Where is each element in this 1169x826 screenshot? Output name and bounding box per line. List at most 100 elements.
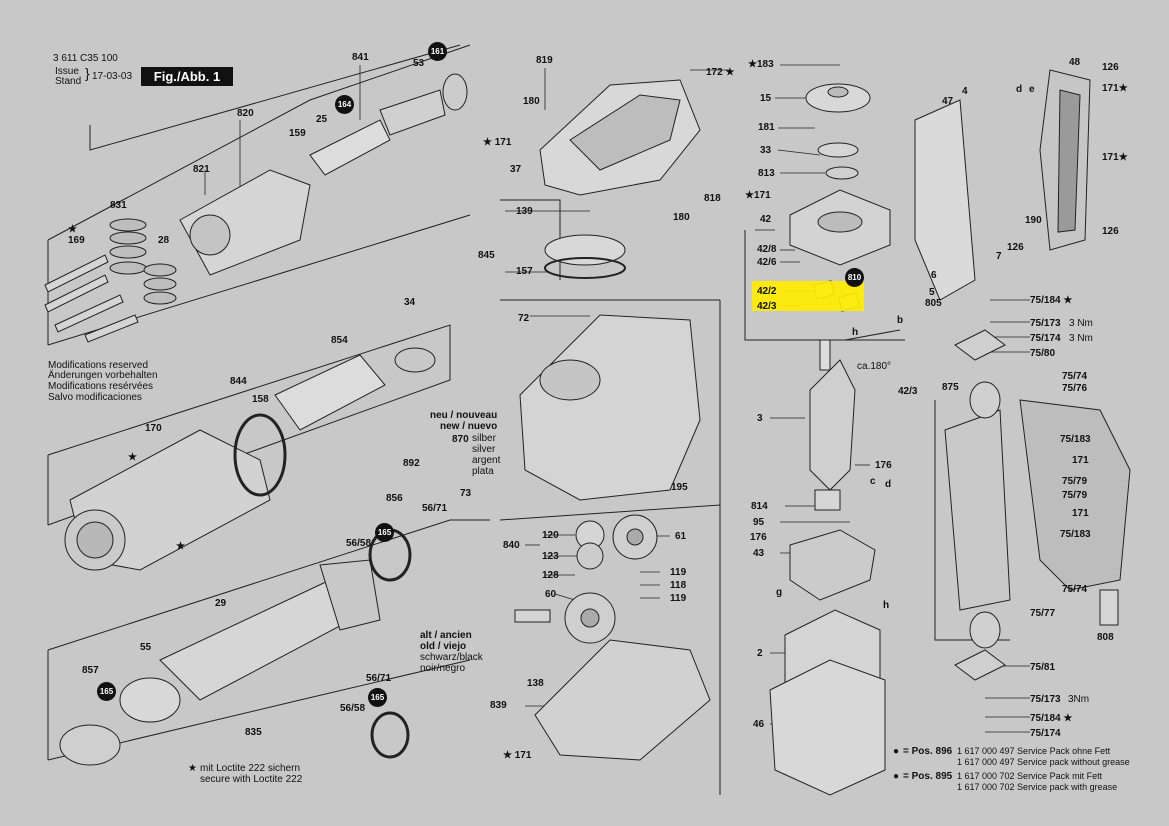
part-label: 195: [671, 482, 688, 493]
part-label: 75/174: [1030, 728, 1061, 739]
part-label: ★171: [745, 190, 771, 201]
part-label: 75/173: [1030, 318, 1061, 329]
star-icon: ★: [176, 541, 185, 552]
brush-holder-43: [789, 529, 876, 601]
part-label: 29: [215, 598, 227, 609]
part-label: 56/58: [346, 538, 372, 549]
part-label: 43: [753, 548, 765, 559]
handle-housing-47: [914, 99, 976, 301]
part-label: 75/183: [1060, 434, 1091, 445]
part-label: 158: [252, 394, 269, 405]
left-lower-assembly-frame: [47, 519, 490, 761]
part-label: 176: [875, 460, 892, 471]
part-label: 25: [316, 114, 328, 125]
part-label: 61: [675, 531, 687, 542]
part-label: 75/79: [1062, 476, 1088, 487]
part-label: 42/3: [757, 301, 777, 312]
part-label: 126: [1102, 62, 1119, 73]
part-label: 47: [942, 96, 954, 107]
part-label: 75/80: [1030, 348, 1056, 359]
part-label: 119: [670, 593, 687, 604]
part-label: 56/71: [422, 503, 448, 514]
modifications-note-es: Salvo modificaciones: [48, 392, 142, 403]
part-label: 841: [352, 52, 369, 63]
part-label: 3: [757, 413, 763, 424]
part-label: 171★: [1102, 83, 1128, 94]
modifications-note-fr: Modifications resérvées: [48, 381, 154, 392]
part-label: 128: [542, 570, 559, 581]
old-color-1: schwarz/black: [420, 652, 483, 663]
part-label: 5: [929, 287, 935, 298]
service-marker: 165: [368, 688, 387, 707]
part-label: 28: [158, 235, 170, 246]
part-label: ★ 171: [483, 137, 512, 148]
part-label: 831: [110, 200, 127, 211]
part-label: b: [897, 315, 904, 326]
handle-875: [944, 409, 1011, 611]
part-label: 805: [925, 298, 942, 309]
old-label-2: old / viejo: [420, 641, 467, 652]
new-color-3: argent: [472, 455, 501, 466]
star-icon: ★: [188, 763, 197, 774]
part-label: 53: [413, 58, 425, 69]
tool-holder-25: [309, 119, 391, 176]
service-pack-2-line2: 1 617 000 702 Service pack with grease: [957, 782, 1118, 792]
crankcase-195: [519, 314, 701, 501]
part-label: 176: [750, 532, 767, 543]
part-label: 42/6: [757, 257, 777, 268]
modifications-note-de: Änderungen vorbehalten: [48, 370, 158, 381]
part-label: g: [776, 587, 783, 598]
part-label: 839: [490, 700, 507, 711]
part-label: 138: [527, 678, 544, 689]
part-label: 6: [931, 270, 937, 281]
part-label: 75/74: [1062, 371, 1088, 382]
part-label: 15: [760, 93, 772, 104]
star-icon: ★: [128, 452, 137, 463]
torque-note-1: 3 Nm: [1069, 318, 1093, 329]
part-label: 75/81: [1030, 662, 1056, 673]
piston-845: [544, 234, 626, 266]
part-label: 126: [1007, 242, 1024, 253]
part-label: 2: [757, 648, 763, 659]
part-label: 870: [452, 434, 469, 445]
part-label: 171: [1072, 455, 1089, 466]
part-label: c: [870, 476, 876, 487]
new-label-2: new / nuevo: [440, 421, 498, 432]
part-label: 34: [404, 297, 416, 308]
new-color-4: plata: [472, 466, 494, 477]
part-label: ★183: [748, 59, 774, 70]
left-middle-assembly-frame: [47, 324, 451, 526]
part-label: 75/184 ★: [1030, 713, 1073, 724]
gear-60: [564, 592, 616, 644]
part-label: 42/3: [898, 386, 918, 397]
part-label: 856: [386, 493, 403, 504]
part-label: 819: [536, 55, 553, 66]
part-label: 37: [510, 164, 522, 175]
part-label: 7: [996, 251, 1002, 262]
service-pack-1-line2: 1 617 000 497 Service pack without greas…: [957, 757, 1130, 767]
part-label: e: [1029, 84, 1035, 95]
part-label: 840: [503, 540, 520, 551]
part-label: 75/74: [1062, 584, 1088, 595]
service-pack-dot-icon: ●: [893, 771, 900, 782]
service-marker: 165: [97, 682, 116, 701]
service-pack-2-line1: 1 617 000 702 Service Pack mit Fett: [957, 771, 1103, 781]
part-label: 159: [289, 128, 306, 139]
part-label: 808: [1097, 632, 1114, 643]
highlighted-parts-band: [752, 281, 864, 311]
part-label: 157: [516, 266, 533, 277]
part-label: 75/184 ★: [1030, 295, 1073, 306]
gear-housing-839: [534, 639, 711, 761]
part-label: 181: [758, 122, 775, 133]
part-label: 813: [758, 168, 775, 179]
part-label: 126: [1102, 226, 1119, 237]
part-label: h: [883, 600, 890, 611]
sleeve-854: [274, 354, 386, 431]
part-label: 818: [704, 193, 721, 204]
part-label: 180: [523, 96, 540, 107]
gear-61: [612, 514, 658, 560]
part-label: 48: [1069, 57, 1081, 68]
part-label: 190: [1025, 215, 1042, 226]
old-label-1: alt / ancien: [420, 630, 472, 641]
part-label: 60: [545, 589, 557, 600]
